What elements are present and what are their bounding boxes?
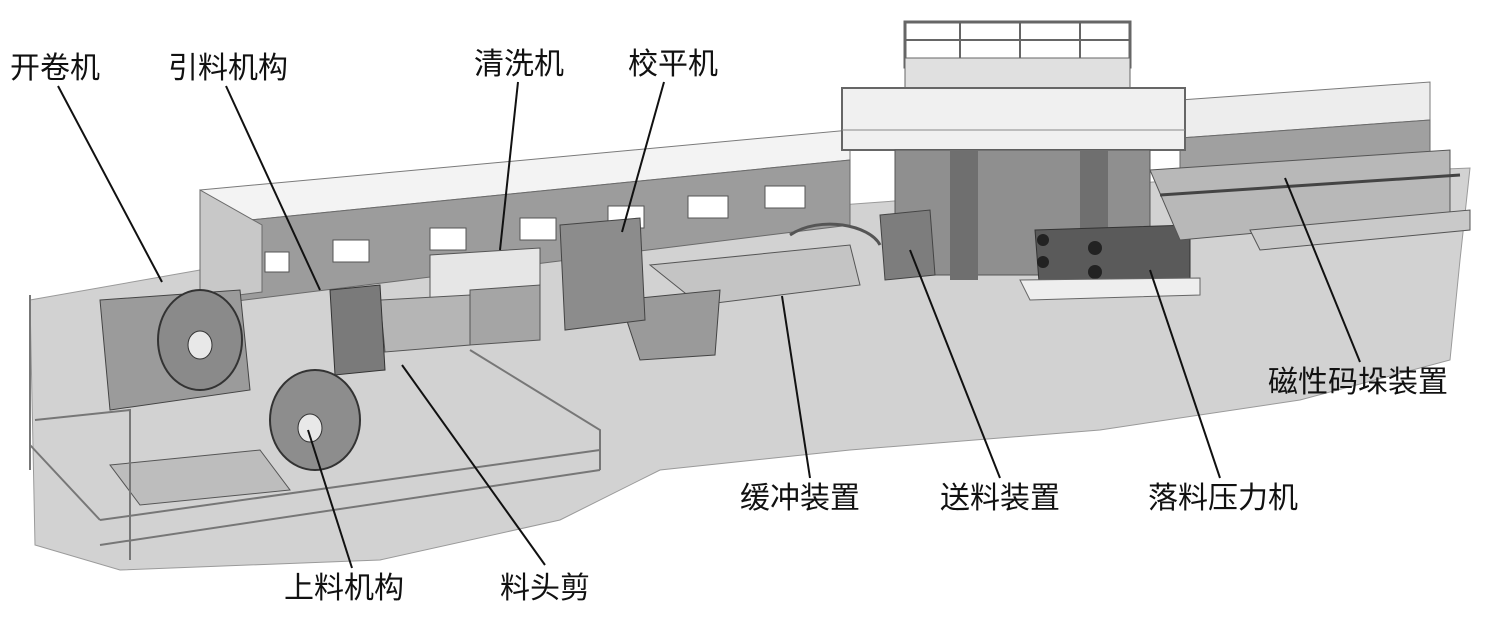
- press-structure: [841, 20, 1201, 301]
- safety-railings: [29, 295, 601, 560]
- label-feeder: 送料装置: [940, 481, 1060, 516]
- label-leveler: 校平机: [628, 47, 718, 82]
- leader-line-head-shear: [401, 364, 546, 566]
- washer-leveler-equipment: [379, 217, 646, 353]
- leader-lines: [57, 81, 1361, 569]
- buffer-feeder-equipment: [619, 209, 936, 361]
- decoiler-coil-equipment: [99, 284, 386, 506]
- leader-line-magnetic-stacker: [1284, 177, 1361, 363]
- leader-line-threading: [225, 85, 321, 291]
- leader-line-feeder: [909, 249, 1001, 479]
- label-decoiler: 开卷机: [10, 51, 100, 86]
- label-loading: 上料机构: [284, 571, 404, 606]
- leader-line-loading: [307, 429, 353, 569]
- stacker-equipment: [1149, 149, 1471, 251]
- label-washer: 清洗机: [474, 47, 564, 82]
- label-magnetic-stacker: 磁性码垛装置: [1268, 365, 1448, 400]
- leader-line-washer: [499, 81, 519, 251]
- label-blanking-press: 落料压力机: [1148, 481, 1298, 516]
- label-threading: 引料机构: [168, 51, 288, 86]
- leader-line-decoiler: [57, 85, 163, 283]
- label-head-shear: 料头剪: [500, 571, 590, 606]
- label-buffer: 缓冲装置: [740, 481, 860, 516]
- back-building: [199, 81, 1431, 306]
- leader-line-leveler: [621, 81, 665, 233]
- leader-line-blanking-press: [1149, 269, 1221, 479]
- leader-line-buffer: [781, 295, 811, 479]
